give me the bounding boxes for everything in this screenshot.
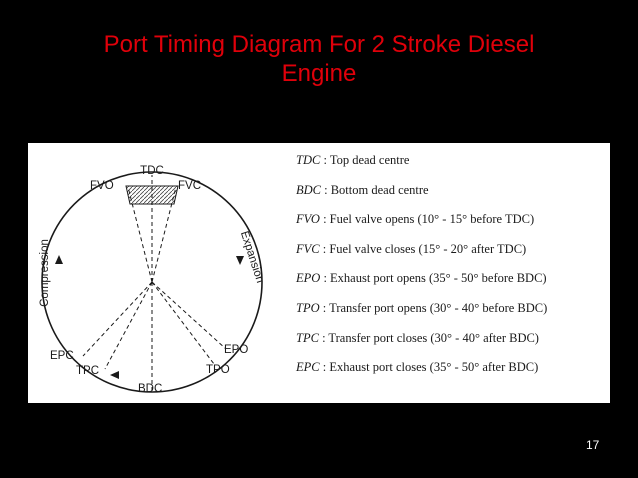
- diagram-panel: TDC FVO FVC Compression Expansion EPC EP…: [28, 143, 610, 403]
- compression-arrow-icon: [55, 255, 63, 264]
- legend-text: : Transfer port closes (30° - 40° after …: [318, 330, 539, 345]
- legend-row-fvo: FVO : Fuel valve opens (10° - 15° before…: [296, 208, 606, 238]
- legend-text: : Top dead centre: [320, 153, 410, 167]
- legend-abbr: EPC: [296, 360, 320, 375]
- legend-abbr: TPC: [296, 330, 319, 345]
- label-tdc: TDC: [140, 165, 164, 177]
- legend-abbr: FVO: [296, 212, 320, 227]
- legend-text: : Bottom dead centre: [321, 182, 429, 197]
- slide-title-line-2: Engine: [281, 60, 357, 87]
- legend-row-fvc: FVC : Fuel valve closes (15° - 20° after…: [296, 238, 606, 268]
- legend-text: : Exhaust port closes (35° - 50° after B…: [319, 360, 539, 375]
- label-tpo: TPO: [206, 364, 230, 376]
- label-compression: Compression: [39, 239, 51, 307]
- legend-text: : Fuel valve closes (15° - 20° after TDC…: [319, 241, 527, 256]
- legend-abbr: FVC: [296, 241, 320, 256]
- legend-row-epo: EPO : Exhaust port opens (35° - 50° befo…: [296, 267, 606, 297]
- legend-row-tdc: TDC : Top dead centre: [296, 149, 606, 179]
- crank-circle: [41, 171, 263, 393]
- legend-text: : Transfer port opens (30° - 40° before …: [319, 300, 548, 315]
- expansion-arrow-icon: [236, 256, 244, 265]
- epo-line: [151, 281, 227, 350]
- bdc-arrow-icon: [110, 371, 119, 379]
- legend-text: : Fuel valve opens (10° - 15° before TDC…: [319, 212, 535, 227]
- legend-abbr: TDC: [296, 153, 321, 167]
- legend-row-bdc: BDC : Bottom dead centre: [296, 179, 606, 209]
- legend-text: : Exhaust port opens (35° - 50° before B…: [320, 271, 547, 286]
- epc-line: [82, 281, 153, 357]
- label-fvc: FVC: [178, 180, 201, 192]
- legend: TDC : Top dead centre BDC : Bottom dead …: [296, 149, 606, 386]
- tpo-line: [151, 281, 215, 365]
- legend-row-tpc: TPC : Transfer port closes (30° - 40° af…: [296, 327, 606, 357]
- legend-abbr: BDC: [296, 182, 321, 197]
- label-fvo: FVO: [90, 180, 114, 192]
- radial-lines: [82, 175, 227, 392]
- legend-abbr: TPO: [296, 300, 320, 315]
- page-number: 17: [586, 438, 600, 452]
- fvc-line: [151, 186, 177, 283]
- label-epo: EPO: [224, 344, 248, 356]
- legend-row-tpo: TPO : Transfer port opens (30° - 40° bef…: [296, 297, 606, 327]
- label-bdc: BDC: [138, 383, 162, 395]
- tpc-line: [104, 281, 153, 370]
- legend-row-epc: EPC : Exhaust port closes (35° - 50° aft…: [296, 356, 606, 386]
- legend-abbr: EPO: [296, 271, 321, 286]
- fvo-line: [127, 186, 153, 283]
- label-epc: EPC: [50, 350, 74, 362]
- port-timing-diagram: TDC FVO FVC Compression Expansion EPC EP…: [39, 165, 266, 395]
- slide-title: Port Timing Diagram For 2 Stroke Diesel …: [0, 30, 638, 88]
- label-tpc: TPC: [76, 365, 99, 377]
- slide-title-line-1: Port Timing Diagram For 2 Stroke Diesel: [103, 31, 535, 58]
